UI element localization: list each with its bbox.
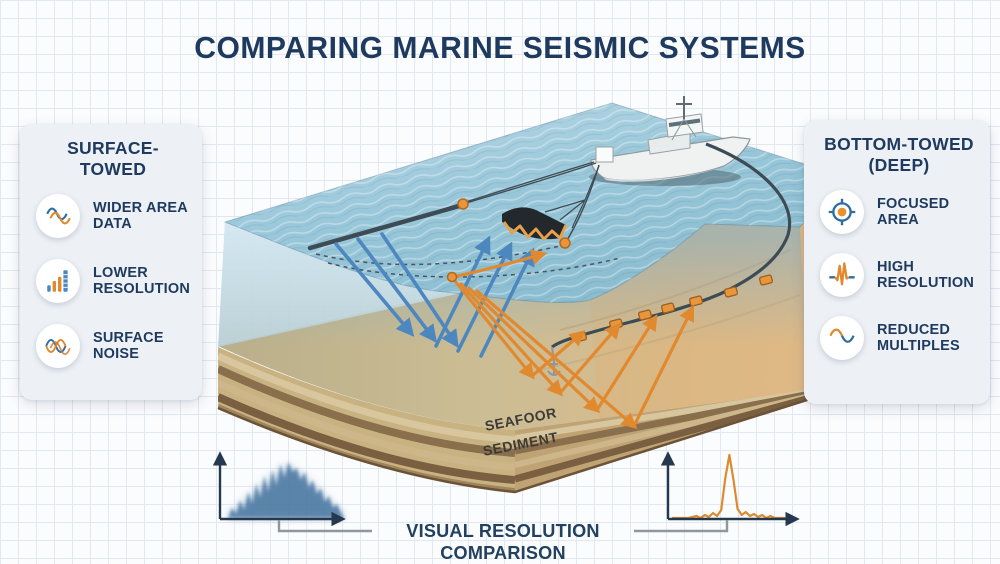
bar-chart-icon	[36, 259, 80, 303]
feature-reduced-multiples: REDUCED MULTIPLES	[820, 316, 980, 360]
survey-ship	[589, 96, 751, 186]
water-cross-section-face	[218, 222, 470, 347]
blue-ray-arrows	[334, 232, 535, 358]
feature-label: FOCUSED AREA	[877, 195, 950, 228]
pulse-spike-icon	[820, 253, 864, 297]
bottom-towed-panel: BOTTOM-TOWED (DEEP) FOCUSED AREA HIGH RE…	[804, 120, 990, 404]
feature-focused-area: FOCUSED AREA	[820, 190, 980, 234]
page-title: COMPARING MARINE SEISMIC SYSTEMS	[194, 30, 806, 65]
feature-high-resolution: HIGH RESOLUTION	[820, 253, 980, 297]
feature-wider-area-data: WIDER AREA DATA	[36, 194, 192, 238]
surface-towed-heading: SURFACE-TOWED	[67, 138, 159, 179]
surface-towed-panel: SURFACE-TOWED WIDER AREA DATA LOWER RESO…	[20, 124, 202, 400]
target-icon	[820, 190, 864, 234]
surface-resolution-chart	[212, 451, 346, 527]
chart-axes	[212, 451, 346, 527]
feature-label: SURFACE NOISE	[93, 329, 164, 362]
feature-label: LOWER RESOLUTION	[93, 264, 191, 297]
bottom-towed-heading: BOTTOM-TOWED (DEEP)	[824, 134, 974, 175]
airgun-array	[502, 165, 600, 241]
deep-resolution-chart	[660, 451, 800, 527]
dual-wave-icon	[36, 194, 80, 238]
feature-surface-noise: SURFACE NOISE	[36, 324, 192, 368]
source-marker	[446, 271, 458, 283]
feature-lower-resolution: LOWER RESOLUTION	[36, 259, 192, 303]
noise-waves-icon	[36, 324, 80, 368]
sine-wave-icon	[820, 316, 864, 360]
comparison-label: VISUAL RESOLUTION COMPARISON	[406, 520, 600, 563]
feature-label: WIDER AREA DATA	[93, 199, 188, 232]
comparison-brackets	[277, 520, 729, 533]
chart-axes	[660, 451, 800, 527]
orange-ray-arrows	[451, 249, 695, 429]
feature-label: REDUCED MULTIPLES	[877, 321, 960, 354]
feature-label: HIGH RESOLUTION	[877, 258, 975, 291]
